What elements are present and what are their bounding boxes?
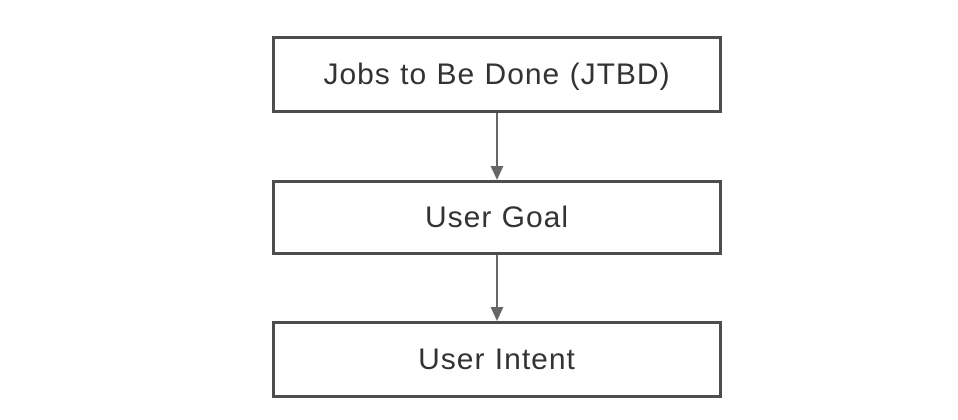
connector-arrow-down-icon: [490, 255, 504, 321]
node-jobs-to-be-done: Jobs to Be Done (JTBD): [272, 36, 722, 113]
node-jobs-to-be-done-label: Jobs to Be Done (JTBD): [323, 57, 671, 91]
node-user-intent: User Intent: [272, 321, 722, 398]
connector-arrow-down-icon: [490, 113, 504, 180]
node-user-goal-label: User Goal: [424, 200, 570, 234]
node-user-goal: User Goal: [272, 180, 722, 255]
node-user-intent-label: User Intent: [418, 342, 576, 376]
